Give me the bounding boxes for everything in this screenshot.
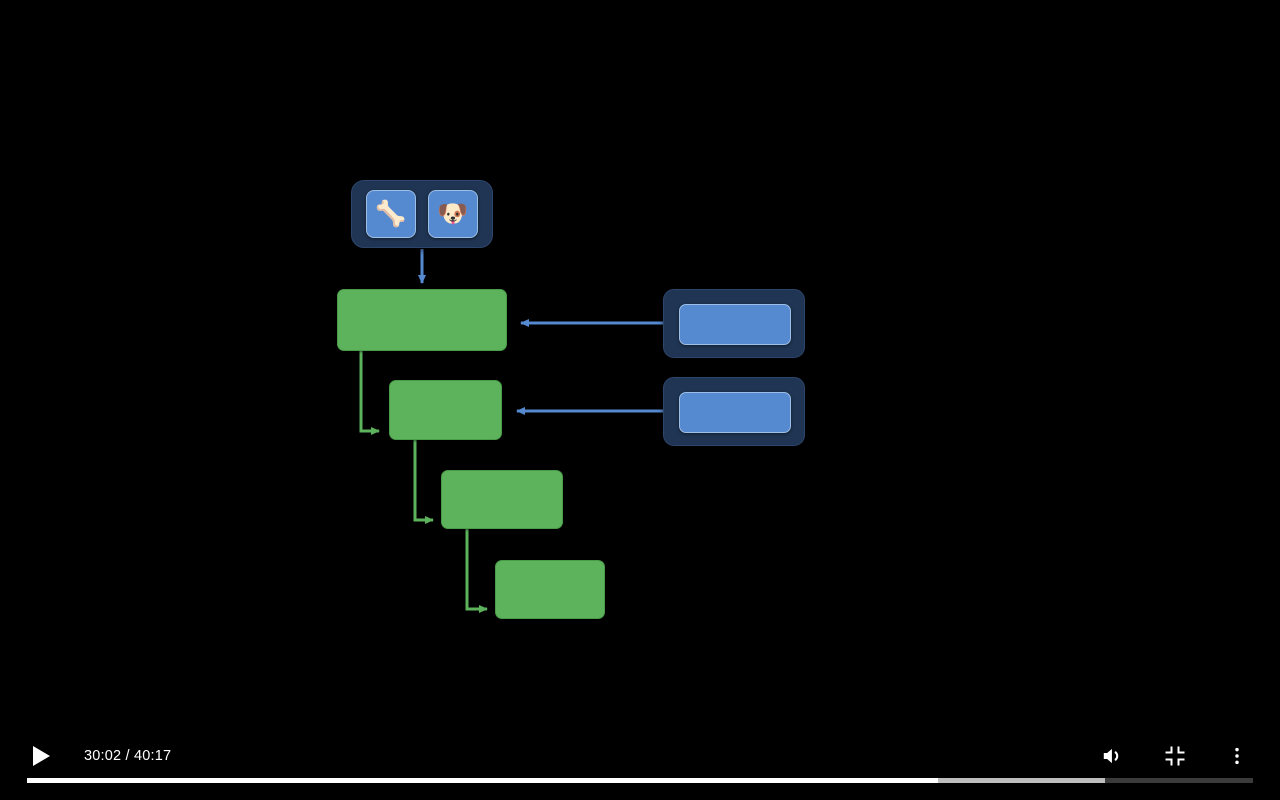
group-node-2[interactable]: [663, 377, 805, 446]
controls-row: 30:02 / 40:17: [0, 728, 1280, 784]
play-icon: [32, 746, 50, 766]
video-controls-bar: 30:02 / 40:17: [0, 728, 1280, 800]
dog-face-icon[interactable]: 🐶: [428, 190, 478, 238]
toolbar-node[interactable]: 🦴 🐶: [351, 180, 493, 248]
volume-icon[interactable]: [1096, 739, 1130, 773]
diagram-canvas: 🦴 🐶: [337, 180, 805, 619]
green-node-4[interactable]: [495, 560, 605, 619]
group-node-1[interactable]: [663, 289, 805, 358]
edge-green2-to-green3: [413, 440, 434, 524]
exit-fullscreen-icon[interactable]: [1158, 739, 1192, 773]
right-controls: [1096, 739, 1254, 773]
bone-icon[interactable]: 🦴: [366, 190, 416, 238]
group-node-2-inner[interactable]: [679, 392, 791, 433]
progress-bar[interactable]: [27, 778, 1253, 783]
green-node-2[interactable]: [389, 380, 502, 440]
diagram-edges: [359, 249, 663, 613]
progress-played: [27, 778, 938, 783]
group-node-1-inner[interactable]: [679, 304, 791, 345]
more-options-icon[interactable]: [1220, 739, 1254, 773]
green-node-3[interactable]: [441, 470, 563, 529]
play-button[interactable]: [18, 733, 64, 779]
edge-green1-to-green2: [359, 351, 380, 435]
green-node-1[interactable]: [337, 289, 507, 351]
edge-green3-to-green4: [465, 529, 488, 613]
time-display: 30:02 / 40:17: [84, 748, 172, 764]
